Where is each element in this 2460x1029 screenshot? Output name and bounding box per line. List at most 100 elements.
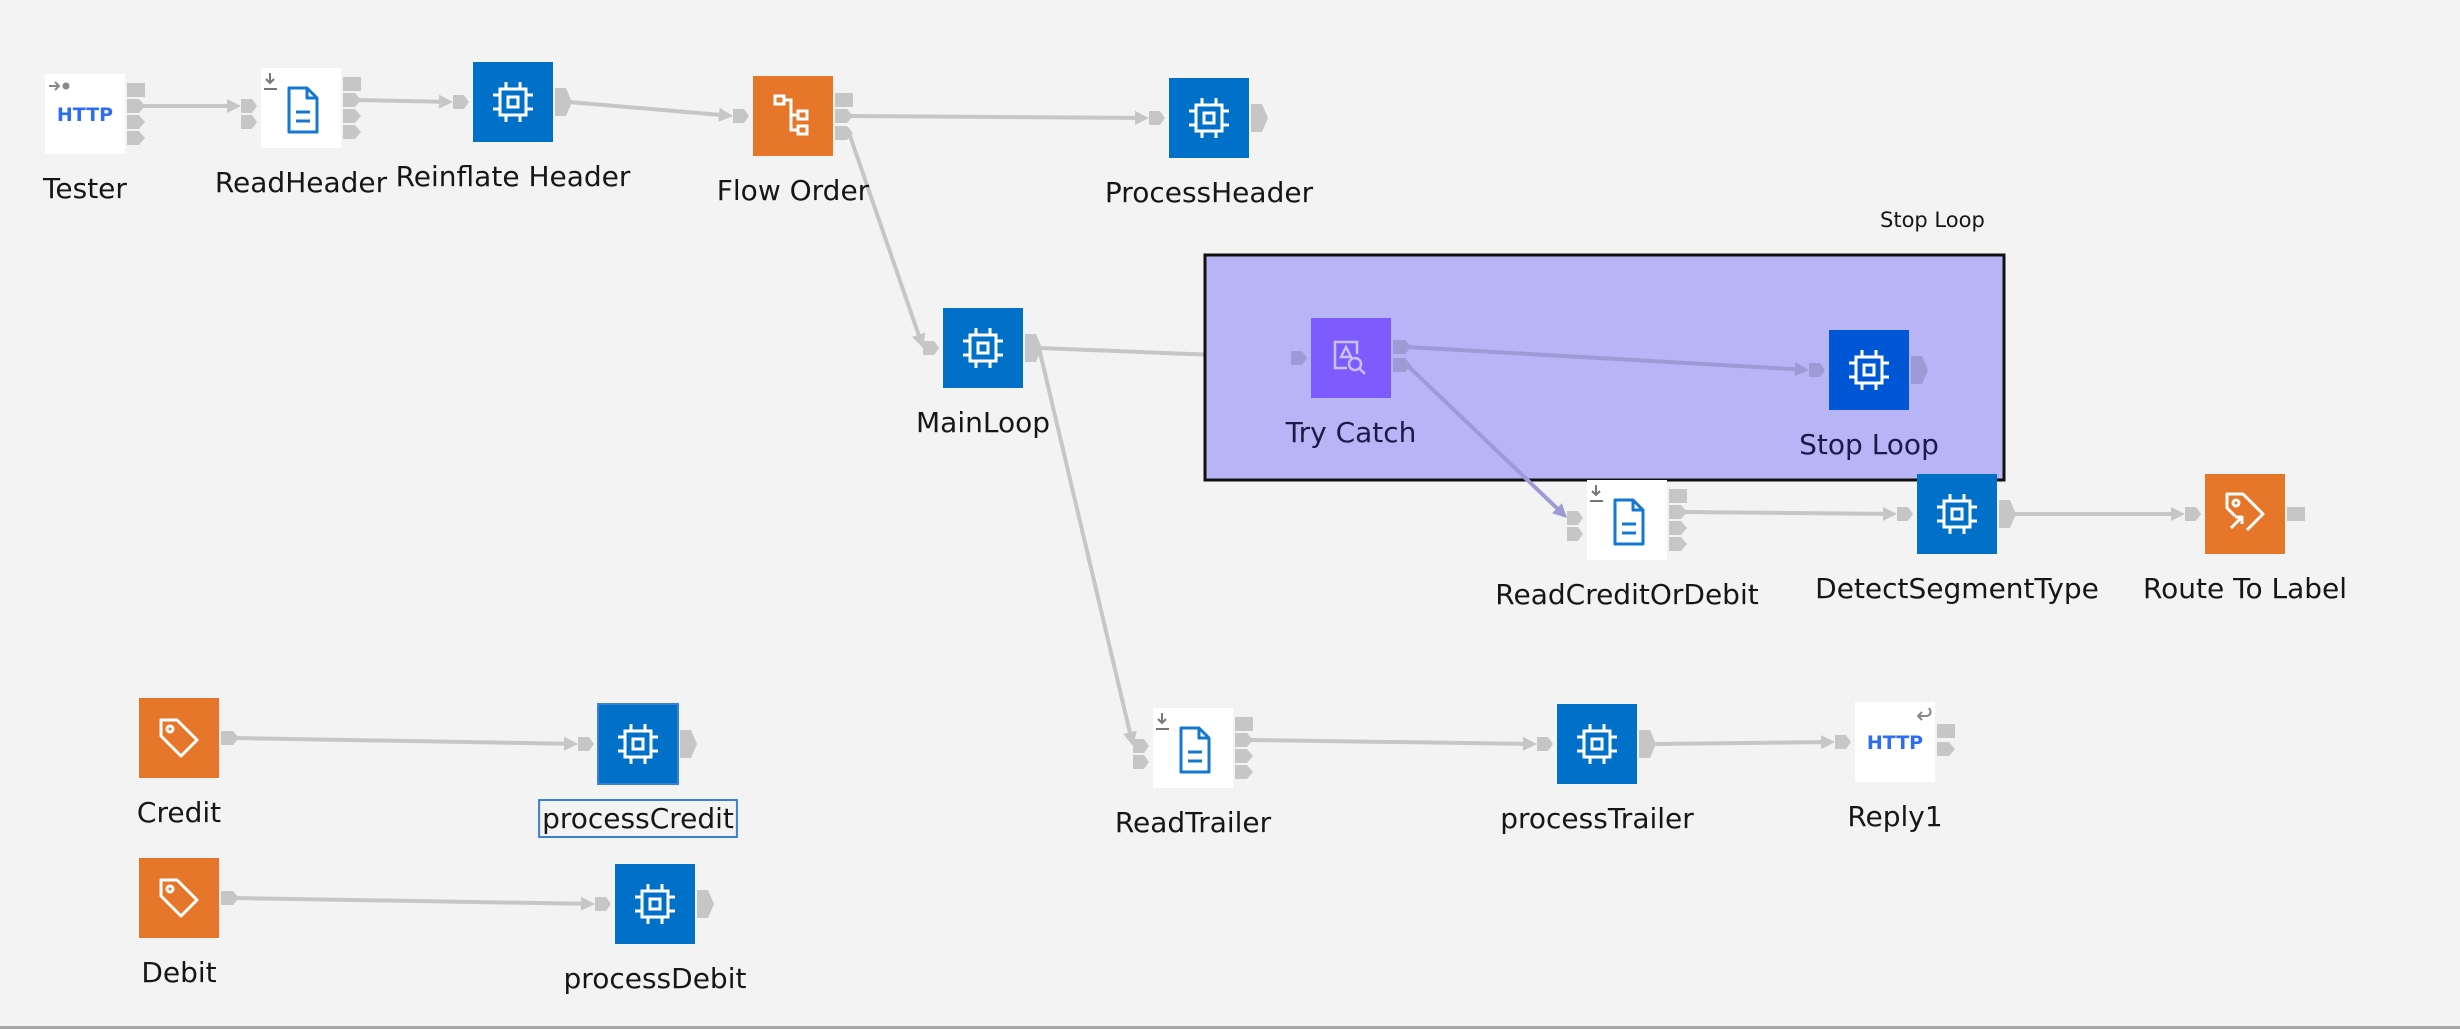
input-terminal[interactable] [1149,111,1165,125]
output-terminal[interactable] [127,115,145,129]
node-label[interactable]: processCredit [542,802,734,835]
node-label[interactable]: processDebit [564,962,747,995]
connection-try-catch-to-read-credit-or-debit[interactable] [1405,363,1567,518]
output-terminal[interactable] [1393,340,1411,354]
output-terminal[interactable] [1235,717,1253,731]
output-terminal[interactable] [1251,104,1268,132]
input-terminal[interactable] [578,737,594,751]
input-terminal[interactable] [1567,527,1583,541]
output-terminal[interactable] [343,125,361,139]
node-stop-loop[interactable]: Stop Loop [1799,330,1939,461]
input-terminal[interactable] [453,95,469,109]
input-terminal[interactable] [1567,511,1583,525]
connection-flow-order-to-process-header[interactable] [848,110,1149,125]
node-box[interactable] [1169,78,1249,158]
node-flow-order[interactable]: Flow Order [717,76,870,207]
connection-line[interactable] [234,736,567,746]
output-terminal[interactable] [343,77,361,91]
connection-line[interactable] [1037,347,1133,735]
output-terminal[interactable] [127,99,145,113]
output-terminal[interactable] [343,109,361,123]
output-terminal[interactable] [1937,742,1955,756]
node-box[interactable] [1587,480,1667,560]
node-process-header[interactable]: ProcessHeader [1105,78,1314,209]
node-box[interactable] [1153,708,1233,788]
node-label[interactable]: processTrailer [1500,802,1694,835]
node-box[interactable] [1829,330,1909,410]
output-terminal[interactable] [1669,521,1687,535]
node-try-catch[interactable]: Try Catch [1285,318,1417,449]
connection-tester-to-read-header[interactable] [141,99,241,113]
output-terminal[interactable] [1999,500,2016,528]
node-route-to-label[interactable]: Route To Label [2143,474,2347,605]
connection-debit-to-process-debit[interactable] [234,896,595,911]
node-label[interactable]: Route To Label [2143,572,2347,605]
input-terminal[interactable] [2185,507,2201,521]
node-credit[interactable]: Credit [137,698,239,829]
node-label[interactable]: ReadCreditOrDebit [1495,578,1758,611]
input-terminal[interactable] [923,341,939,355]
output-terminal[interactable] [1235,749,1253,763]
node-process-trailer[interactable]: processTrailer [1500,704,1694,835]
output-terminal[interactable] [1669,505,1687,519]
connection-line[interactable] [1405,363,1560,512]
node-box[interactable] [615,864,695,944]
output-terminal[interactable] [1235,765,1253,779]
node-label[interactable]: Debit [141,956,216,989]
output-terminal[interactable] [1669,489,1687,503]
node-reinflate-header[interactable]: Reinflate Header [396,62,631,193]
connection-line[interactable] [1248,738,1526,746]
connection-line[interactable] [568,100,722,117]
node-box[interactable] [1917,474,1997,554]
input-terminal[interactable] [1835,735,1851,749]
output-terminal[interactable] [835,93,853,107]
node-box[interactable] [1557,704,1637,784]
node-label[interactable]: ReadTrailer [1115,806,1272,839]
output-terminal[interactable] [2287,507,2305,521]
node-label[interactable]: Credit [137,796,221,829]
input-terminal[interactable] [1291,351,1307,365]
connection-flow-order-to-main-loop[interactable] [847,132,926,348]
node-label[interactable]: Flow Order [717,174,870,207]
connection-line[interactable] [848,114,1138,120]
output-terminal[interactable] [1235,733,1253,747]
connection-line[interactable] [356,98,442,104]
connection-reinflate-header-to-flow-order[interactable] [568,100,733,122]
output-terminal[interactable] [1937,724,1955,738]
output-terminal[interactable] [835,109,853,123]
output-terminal[interactable] [555,88,572,116]
connection-try-catch-to-stop-loop[interactable] [1406,345,1809,377]
node-label[interactable]: Try Catch [1285,416,1417,449]
node-box[interactable] [943,308,1023,388]
node-detect-segment-type[interactable]: DetectSegmentType [1815,474,2099,605]
connection-line[interactable] [234,896,584,906]
node-box[interactable] [2205,474,2285,554]
connection-line[interactable] [847,132,922,338]
node-process-debit[interactable]: processDebit [564,864,747,995]
output-terminal[interactable] [221,731,239,745]
input-terminal[interactable] [241,115,257,129]
node-box[interactable] [597,703,679,785]
connection-process-trailer-to-reply1[interactable] [1652,735,1835,750]
node-label[interactable]: Tester [42,172,127,205]
node-box[interactable] [473,62,553,142]
node-read-trailer[interactable]: ReadTrailer [1115,708,1272,839]
node-label[interactable]: Stop Loop [1799,428,1939,461]
output-terminal[interactable] [127,131,145,145]
node-box[interactable] [139,698,219,778]
connection-credit-to-process-credit[interactable] [234,736,578,751]
output-terminal[interactable] [1911,356,1928,384]
connection-read-header-to-reinflate-header[interactable] [356,94,453,109]
connection-read-credit-or-debit-to-detect-segment-type[interactable] [1682,506,1897,521]
node-label[interactable]: ProcessHeader [1105,176,1314,209]
connection-detect-segment-type-to-route-to-label[interactable] [2013,507,2185,521]
output-terminal[interactable] [343,93,361,107]
node-box[interactable] [261,68,341,148]
output-terminal[interactable] [680,730,697,758]
input-terminal[interactable] [1133,755,1149,769]
connection-main-loop-to-read-trailer[interactable] [1037,347,1137,746]
output-terminal[interactable] [835,126,853,140]
node-main-loop[interactable]: MainLoop [916,308,1050,439]
